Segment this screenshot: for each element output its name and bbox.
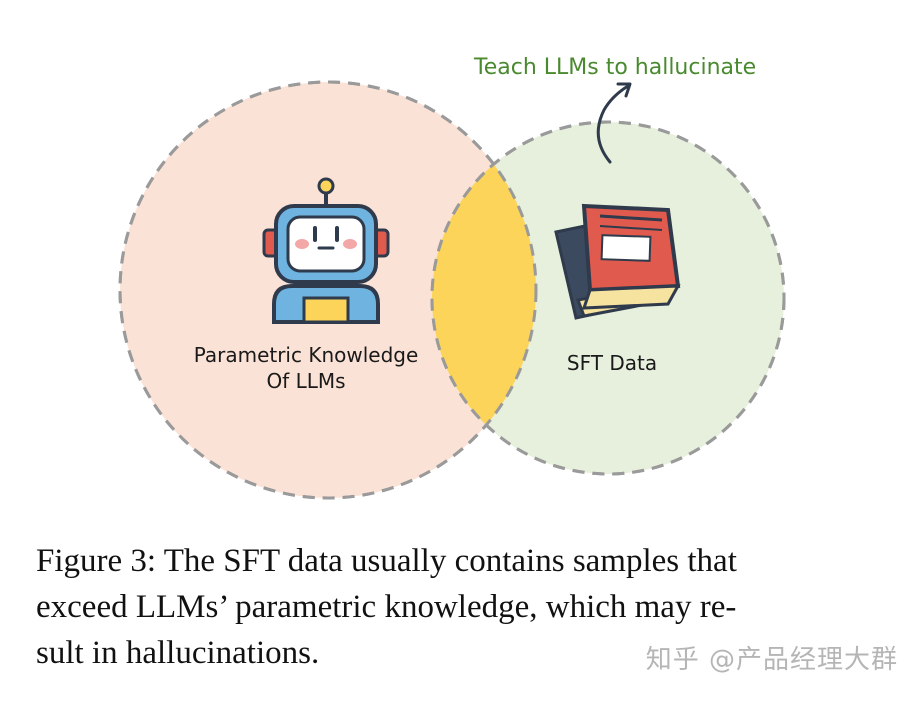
robot-icon: [262, 177, 390, 324]
annotation-text: Teach LLMs to hallucinate: [473, 55, 756, 80]
right-circle-label: SFT Data: [567, 351, 657, 375]
annotation-arrow: [596, 84, 630, 164]
figure-caption: Figure 3: The SFT data usually contains …: [36, 538, 876, 676]
caption-line-1: Figure 3: The SFT data usually contains …: [36, 543, 737, 579]
caption-line-3: sult in hallucinations.: [36, 635, 320, 671]
caption-line-2: exceed LLMs’ parametric knowledge, which…: [36, 589, 737, 625]
left-circle-label-line1: Parametric Knowledge: [194, 343, 419, 367]
left-circle-label-line2: Of LLMs: [266, 369, 345, 393]
watermark: 知乎 @产品经理大群: [645, 645, 898, 675]
venn-diagram: Teach LLMs to hallucinate Parametric Kno…: [118, 55, 786, 500]
books-icon: [554, 203, 681, 320]
